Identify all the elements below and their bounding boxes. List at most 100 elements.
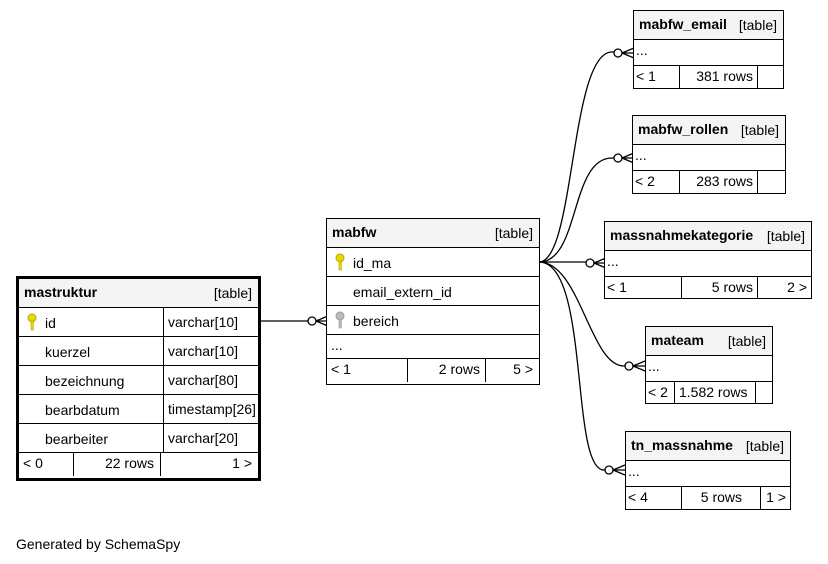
table-header: mateam [table]: [646, 327, 772, 356]
child-count: 1 >: [766, 489, 786, 505]
more-indicator: ...: [648, 358, 660, 374]
table-mabfw_rollen[interactable]: mabfw_rollen [table] ... < 2 283 rows: [632, 115, 786, 194]
table-name: mabfw_rollen: [638, 121, 729, 137]
column-row[interactable]: kuerzel varchar[10]: [19, 337, 258, 366]
row-count: 5 rows: [711, 279, 753, 295]
row-count: 1.582 rows: [679, 384, 748, 400]
parent-count: < 2: [648, 384, 668, 400]
table-footer: < 1 381 rows: [634, 66, 783, 88]
table-footer: < 2 1.582 rows: [646, 382, 772, 404]
more-indicator: ...: [607, 253, 619, 269]
column-type: timestamp[26]: [163, 395, 256, 423]
table-footer: < 0 22 rows 1 >: [19, 453, 258, 476]
edge-mabfw-mabfw_email: [538, 51, 618, 263]
table-massnahmekategorie[interactable]: massnahmekategorie [table] ... < 1 5 row…: [604, 221, 812, 299]
column-name: bearbdatum: [45, 402, 120, 418]
column-row[interactable]: bearbdatum timestamp[26]: [19, 395, 258, 424]
foreign-key-icon: [335, 311, 345, 329]
row-count: 22 rows: [104, 455, 154, 471]
table-kind: [table]: [745, 438, 784, 454]
child-count: 1 >: [232, 455, 252, 471]
column-row[interactable]: bezeichnung varchar[80]: [19, 366, 258, 395]
table-header: mabfw_email [table]: [634, 11, 783, 40]
column-name: bereich: [353, 313, 399, 329]
row-count: 5 rows: [700, 489, 742, 505]
table-header: mastruktur [table]: [19, 279, 258, 308]
row-count: 381 rows: [696, 68, 753, 84]
table-name: tn_massnahme: [631, 437, 733, 453]
parent-count: < 0: [23, 455, 43, 471]
table-kind: [table]: [494, 225, 533, 241]
parent-count: < 2: [635, 173, 655, 189]
row-count: 2 rows: [438, 361, 480, 377]
edge-mastruktur-mabfw-circle: [307, 316, 317, 326]
table-name: mabfw: [332, 224, 377, 240]
table-footer: < 2 283 rows: [633, 171, 785, 193]
column-row[interactable]: id_ma: [327, 248, 539, 277]
column-type: varchar[10]: [163, 337, 238, 365]
edge-mabfw_email-circle: [613, 48, 623, 58]
table-footer: < 4 5 rows 1 >: [626, 487, 790, 509]
table-kind: [table]: [727, 333, 766, 349]
edge-tn_massnahme-circle: [604, 465, 614, 475]
column-type: varchar[10]: [163, 308, 238, 336]
child-count: 5 >: [513, 361, 533, 377]
more-columns: ...: [633, 145, 785, 171]
column-name: email_extern_id: [353, 284, 452, 300]
child-count: 2 >: [787, 279, 807, 295]
table-name: mabfw_email: [639, 16, 727, 32]
edge-mateam-circle: [624, 361, 634, 371]
more-columns: ...: [327, 335, 539, 359]
parent-count: < 4: [628, 489, 648, 505]
table-footer: < 1 2 rows 5 >: [327, 359, 539, 382]
parent-count: < 1: [607, 279, 627, 295]
parent-count: < 1: [331, 361, 351, 377]
column-row[interactable]: bearbeiter varchar[20]: [19, 424, 258, 453]
table-mabfw[interactable]: mabfw [table] id_ma email_extern_id bere…: [326, 218, 540, 385]
table-name: massnahmekategorie: [610, 227, 754, 243]
parent-count: < 1: [636, 68, 656, 84]
edge-mateam-crow: [632, 360, 646, 372]
column-name: bearbeiter: [45, 431, 109, 447]
generator-credit: Generated by SchemaSpy: [16, 536, 181, 552]
more-indicator: ...: [331, 337, 343, 353]
edge-mabfw-tn_massnahme: [538, 261, 606, 471]
edge-mabfw_email-crow: [621, 47, 635, 59]
column-name: id: [45, 315, 56, 331]
table-mabfw_email[interactable]: mabfw_email [table] ... < 1 381 rows: [633, 10, 784, 89]
primary-key-icon: [335, 253, 345, 271]
column-type: varchar[80]: [163, 366, 238, 394]
table-name: mateam: [651, 332, 704, 348]
table-header: mabfw_rollen [table]: [633, 116, 785, 145]
column-name: bezeichnung: [45, 373, 125, 389]
row-count: 283 rows: [696, 173, 753, 189]
table-mateam[interactable]: mateam [table] ... < 2 1.582 rows: [645, 326, 773, 404]
table-header: mabfw [table]: [327, 219, 539, 248]
edge-mabfw_rollen-circle: [613, 153, 623, 163]
table-tn_massnahme[interactable]: tn_massnahme [table] ... < 4 5 rows 1 >: [625, 431, 791, 510]
column-name: kuerzel: [45, 344, 91, 360]
table-kind: [table]: [213, 285, 252, 301]
column-name: id_ma: [353, 255, 392, 271]
table-kind: [table]: [740, 122, 779, 138]
column-row[interactable]: id varchar[10]: [19, 308, 258, 337]
column-type: varchar[20]: [163, 424, 238, 452]
table-kind: [table]: [766, 228, 805, 244]
more-indicator: ...: [635, 147, 647, 163]
edge-mabfw-mabfw_rollen: [538, 157, 618, 263]
column-row[interactable]: bereich: [327, 306, 539, 335]
column-row[interactable]: email_extern_id: [327, 277, 539, 306]
table-mastruktur[interactable]: mastruktur [table] id varchar[10] kuerze…: [16, 276, 261, 481]
table-footer: < 1 5 rows 2 >: [605, 277, 811, 299]
more-indicator: ...: [636, 42, 648, 58]
more-columns: ...: [605, 251, 811, 277]
primary-key-icon: [27, 313, 37, 331]
table-kind: [table]: [738, 17, 777, 33]
more-indicator: ...: [628, 463, 640, 479]
edge-tn_massnahme-crow: [612, 464, 626, 476]
edge-massnahmekategorie-circle: [585, 258, 595, 268]
edge-mabfw-mateam: [538, 261, 626, 367]
more-columns: ...: [626, 461, 790, 487]
